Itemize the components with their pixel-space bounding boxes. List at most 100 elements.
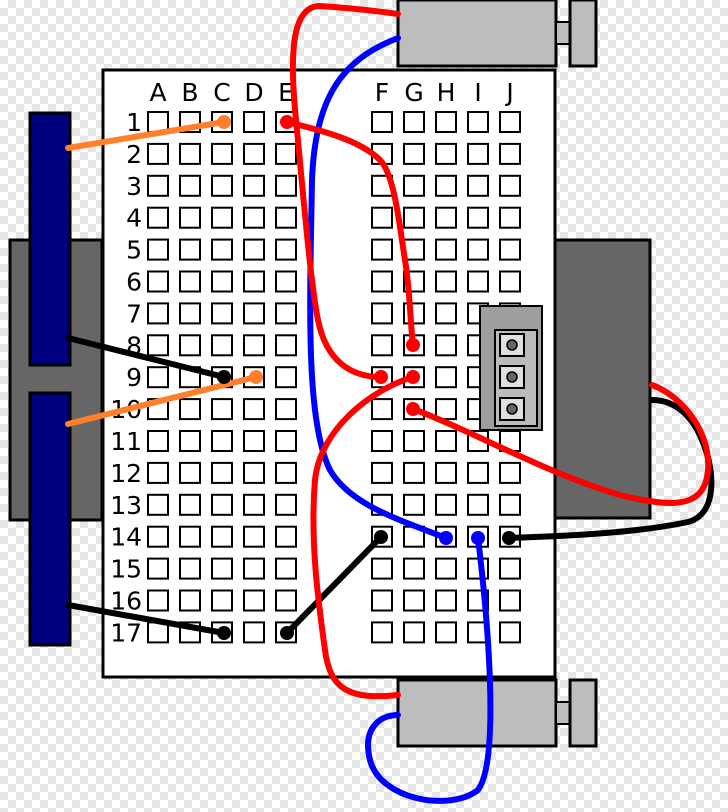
hole-e12 — [275, 461, 297, 484]
hole-b11 — [179, 430, 201, 452]
hole-a3 — [147, 174, 169, 197]
wire-black-2 — [65, 602, 227, 636]
hole-a14 — [147, 525, 169, 548]
hole-h12 — [435, 461, 457, 484]
hole-b2 — [179, 142, 201, 165]
hole-h16 — [435, 589, 457, 612]
hole-h2 — [435, 142, 457, 165]
hole-a12 — [147, 461, 169, 484]
hole-b6 — [179, 270, 201, 293]
hole-g16 — [403, 589, 425, 612]
hole-e8 — [275, 334, 297, 357]
hole-i13 — [467, 493, 489, 516]
hole-e6 — [275, 270, 297, 293]
wire-red-3 — [310, 374, 416, 700]
wire-orange-2 — [65, 374, 259, 427]
hole-c14 — [211, 525, 233, 548]
hole-c16 — [211, 589, 233, 612]
hole-a8 — [147, 334, 169, 357]
hole-a16 — [147, 589, 169, 612]
hole-d7 — [243, 302, 265, 325]
hole-e5 — [275, 238, 297, 261]
hole-e9 — [275, 366, 297, 389]
hole-c3 — [211, 174, 233, 197]
hole-f12 — [371, 461, 393, 484]
hole-i12 — [467, 461, 489, 484]
hole-b10 — [179, 398, 201, 421]
hole-f6 — [371, 270, 393, 293]
hole-g4 — [403, 206, 425, 229]
hole-c12 — [211, 461, 233, 484]
hole-a6 — [147, 270, 169, 293]
row-label-13: 13 — [110, 491, 142, 520]
hole-c6 — [211, 270, 233, 293]
hole-f1 — [371, 111, 393, 133]
hole-d11 — [243, 430, 265, 452]
hole-d16 — [243, 589, 265, 612]
hole-e11 — [275, 430, 297, 452]
hole-g17 — [403, 621, 425, 644]
hole-b13 — [179, 493, 201, 516]
wire-orange-1 — [65, 119, 227, 151]
hole-j6 — [499, 270, 521, 293]
hole-h11 — [435, 430, 457, 452]
hole-i4 — [467, 206, 489, 229]
hole-b15 — [179, 557, 201, 580]
column-label-h: H — [437, 78, 456, 107]
row-label-9: 9 — [126, 363, 142, 392]
hole-e4 — [275, 206, 297, 229]
hole-c11 — [211, 430, 233, 452]
hole-e15 — [275, 557, 297, 580]
wire-blue-1 — [307, 35, 449, 541]
hole-c8 — [211, 334, 233, 357]
hole-c13 — [211, 493, 233, 516]
wire-black-3 — [284, 534, 384, 636]
hole-h1 — [435, 111, 457, 133]
hole-d15 — [243, 557, 265, 580]
battery-pack-top — [28, 111, 72, 367]
hole-f11 — [371, 430, 393, 452]
hole-g11 — [403, 430, 425, 452]
hole-a4 — [147, 206, 169, 229]
column-label-g: G — [404, 78, 423, 107]
hole-e10 — [275, 398, 297, 421]
hole-a11 — [147, 430, 169, 452]
hole-f16 — [371, 589, 393, 612]
hole-c7 — [211, 302, 233, 325]
row-label-2: 2 — [126, 140, 142, 169]
hole-j13 — [499, 493, 521, 516]
column-label-c: C — [213, 78, 230, 107]
row-label-12: 12 — [110, 459, 142, 488]
column-label-j: J — [504, 78, 513, 107]
hole-j12 — [499, 461, 521, 484]
column-label-f: F — [375, 78, 389, 107]
hole-e14 — [275, 525, 297, 548]
hole-e16 — [275, 589, 297, 612]
hole-b16 — [179, 589, 201, 612]
hole-g12 — [403, 461, 425, 484]
hole-j15 — [499, 557, 521, 580]
row-label-5: 5 — [126, 236, 142, 265]
hole-b8 — [179, 334, 201, 357]
hole-i6 — [467, 270, 489, 293]
hole-e13 — [275, 493, 297, 516]
servo-top — [396, 0, 598, 68]
hole-h17 — [435, 621, 457, 644]
hole-j4 — [499, 206, 521, 229]
row-label-3: 3 — [126, 172, 142, 201]
hole-j1 — [499, 111, 521, 133]
hole-f8 — [371, 334, 393, 357]
hole-a2 — [147, 142, 169, 165]
hole-h15 — [435, 557, 457, 580]
row-label-7: 7 — [126, 299, 142, 328]
pin-header — [479, 305, 543, 431]
hole-d4 — [243, 206, 265, 229]
hole-e3 — [275, 174, 297, 197]
hole-b12 — [179, 461, 201, 484]
hole-d2 — [243, 142, 265, 165]
wire-blue-2 — [365, 535, 494, 804]
hole-g3 — [403, 174, 425, 197]
hole-d3 — [243, 174, 265, 197]
